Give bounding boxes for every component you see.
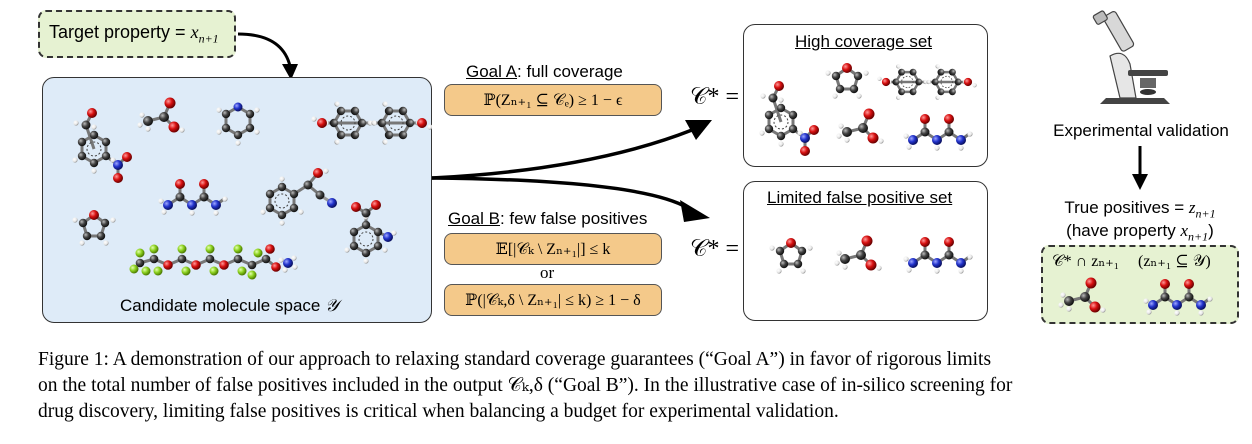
high-coverage-set-title: High coverage set <box>795 32 933 51</box>
true-positives-line: True positives = zn+1 <box>1041 198 1239 221</box>
candidate-space-box <box>42 77 432 323</box>
limited-fp-set-title: Limited false positive set <box>767 188 953 207</box>
caption-line-3: drug discovery, limiting false positives… <box>38 401 839 422</box>
candidate-space-text: Candidate molecule space <box>120 296 326 315</box>
molecule-aminobenzoic <box>344 200 396 264</box>
cstar-limited-label: 𝒞* = <box>690 236 740 262</box>
experimental-validation-label: Experimental validation <box>1053 121 1229 140</box>
molecule-nitro <box>72 108 132 183</box>
figure-caption: Figure 1: A demonstration of our approac… <box>38 347 1218 425</box>
target-property-sub: n+1 <box>198 31 219 46</box>
molecule-ammonium <box>278 255 298 273</box>
true-positives-box <box>1041 245 1239 324</box>
cstar-high-label: 𝒞* = <box>690 84 740 110</box>
candidate-molecules <box>70 96 432 281</box>
goal-b-formula-probability: ℙ(|𝒞ₖ,δ \ Zₙ₊₁| ≤ k) ≥ 1 − δ <box>444 284 662 316</box>
high-coverage-molecules <box>743 61 988 167</box>
caption-line-2: on the total number of false positives i… <box>38 375 1013 396</box>
have-property-sub: n+1 <box>1188 229 1209 244</box>
molecule-biphenol <box>311 101 432 144</box>
branch-arrows <box>431 120 712 222</box>
goal-b-name: Goal B <box>448 209 500 228</box>
molecule-furan <box>70 208 118 248</box>
validation-arrow <box>1132 146 1148 190</box>
goal-a-name: Goal A <box>466 62 518 81</box>
target-property-box <box>38 10 236 58</box>
target-property-var: x <box>190 22 199 42</box>
molecule-biuret <box>156 177 230 218</box>
target-property-label: Target property = xn+1 <box>49 22 219 47</box>
molecule-phenylpropynol <box>260 168 337 226</box>
goal-b-formula-expectation: 𝔼[|𝒞ₖ \ Zₙ₊₁|] ≤ k <box>444 233 662 265</box>
target-arrow <box>237 32 298 80</box>
have-property-text: (have property <box>1066 221 1181 240</box>
high-coverage-set-box <box>743 24 988 167</box>
target-property-text: Target property = <box>49 22 191 42</box>
goal-a-heading: Goal A: full coverage <box>466 62 623 82</box>
candidate-space-label: Candidate molecule space 𝒴 <box>120 296 338 316</box>
true-positives-var: z <box>1188 198 1196 217</box>
goal-b-desc: : few false positives <box>499 209 648 228</box>
goal-b-heading: Goal B: few false positives <box>448 209 647 229</box>
microscope-icon <box>1092 9 1171 105</box>
goal-a-formula: ℙ(Zₙ₊₁ ⊆ 𝒞ₑ) ≥ 1 − ϵ <box>444 84 662 116</box>
true-positives-text: True positives = <box>1064 198 1189 217</box>
subset-formula: (zₙ₊₁ ⊆ 𝒴) <box>1138 253 1211 270</box>
molecule-fluoro <box>128 242 283 281</box>
caption-line-1: Figure 1: A demonstration of our approac… <box>38 349 992 370</box>
limited-fp-molecules <box>767 234 975 276</box>
arrow-to-high-coverage <box>431 128 693 180</box>
goal-b-or: or <box>540 263 555 282</box>
goal-a-desc: : full coverage <box>517 62 623 81</box>
true-positive-molecules <box>1056 276 1215 318</box>
have-property-var: x <box>1180 221 1189 240</box>
have-property-line: (have property xn+1) <box>1041 221 1239 244</box>
arrow-to-limited-fp <box>431 176 689 210</box>
candidate-space-symbol: 𝒴 <box>325 296 339 315</box>
true-positives-sub: n+1 <box>1195 206 1216 221</box>
molecule-acetic <box>135 96 187 135</box>
have-property-close: ) <box>1208 221 1214 240</box>
intersection-formula: 𝒞* ∩ zₙ₊₁ <box>1052 253 1120 270</box>
molecule-pyridine <box>214 101 262 148</box>
